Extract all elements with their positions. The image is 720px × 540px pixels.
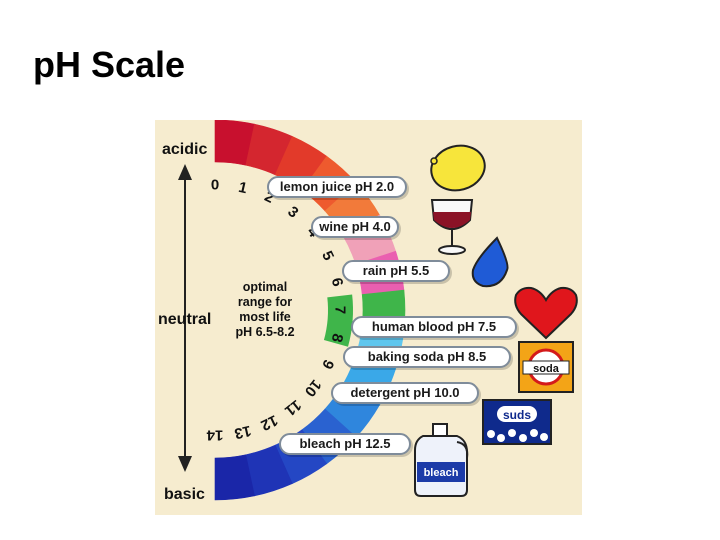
bleach-jug-icon: bleach (414, 423, 469, 497)
ph-number-8: 8 (328, 332, 346, 344)
optimal-range-note: optimal range for most life pH 6.5-8.2 (235, 280, 295, 339)
neutral-label: neutral (158, 311, 212, 328)
bleach-jug-label: bleach (424, 467, 459, 479)
example-human-blood: human blood pH 7.5 (351, 316, 517, 338)
slide-title: pH Scale (33, 44, 186, 85)
example-baking-soda: baking soda pH 8.5 (343, 346, 511, 368)
arrow-up-icon (178, 164, 192, 180)
optimal-range-highlight (323, 294, 353, 347)
ph-number-14: 14 (206, 427, 223, 444)
arrow-down-icon (178, 456, 192, 472)
raindrop-icon (471, 236, 509, 288)
ph-number-7: 7 (332, 306, 349, 314)
ph-number-6: 6 (328, 276, 346, 288)
example-wine: wine pH 4.0 (311, 216, 399, 238)
ph-number-12: 12 (258, 411, 280, 434)
example-detergent: detergent pH 10.0 (331, 382, 479, 404)
acidic-label: acidic (162, 141, 208, 158)
lemon-icon (430, 144, 486, 192)
suds-box-label: suds (503, 408, 531, 422)
wine-glass-icon (430, 199, 474, 255)
ph-number-1: 1 (237, 179, 249, 197)
heart-icon (514, 286, 578, 340)
soda-box-icon: soda (518, 341, 574, 393)
soda-box-label: soda (533, 363, 560, 375)
ph-number-10: 10 (301, 376, 325, 400)
example-lemon-juice: lemon juice pH 2.0 (267, 176, 407, 198)
example-bleach: bleach pH 12.5 (279, 433, 411, 455)
suds-box-icon: suds (482, 399, 552, 445)
ph-number-13: 13 (233, 422, 253, 442)
example-rain: rain pH 5.5 (342, 260, 450, 282)
basic-label: basic (164, 486, 205, 503)
ph-band-14 (214, 454, 255, 501)
ph-scale-figure: 01234567891011121314 soda (155, 120, 582, 515)
ph-number-0: 0 (211, 177, 219, 194)
